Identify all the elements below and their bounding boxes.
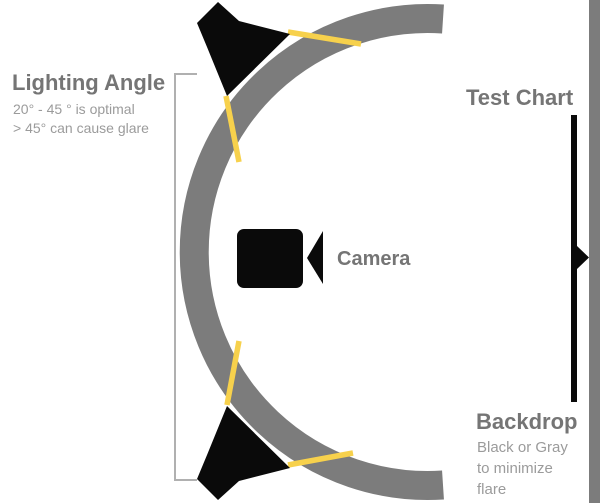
- angle-range-bracket: [174, 73, 197, 481]
- video-camera-icon: [237, 229, 323, 288]
- camera-body: [237, 229, 303, 288]
- test-chart-line: [571, 115, 577, 402]
- top-light-ray-right: [287, 29, 362, 47]
- bottom-light-ray-right: [287, 450, 354, 468]
- camera-label: Camera: [337, 248, 411, 270]
- lighting-angle-subtitle: 20° - 45 ° is optimal > 45° can cause gl…: [13, 100, 149, 137]
- backdrop-subtitle-line2: to minimize: [477, 460, 553, 477]
- lighting-angle-title: Lighting Angle: [12, 70, 166, 95]
- top-light-ray-down: [223, 95, 242, 163]
- lighting-angle-subtitle-line2: > 45° can cause glare: [13, 119, 149, 136]
- backdrop-title: Backdrop: [476, 409, 578, 434]
- test-chart-label: Test Chart: [466, 85, 574, 110]
- bottom-light-ray-up: [224, 340, 242, 406]
- camera-lens-triangle: [307, 231, 323, 284]
- backdrop-subtitle: Black or Gray to minimize flare: [477, 437, 568, 500]
- bottom-spotlight-icon: [197, 406, 290, 500]
- backdrop-subtitle-line3: flare: [477, 481, 507, 498]
- arrow-right-icon: [577, 246, 589, 269]
- top-spotlight-icon: [197, 2, 290, 96]
- backdrop-subtitle-line1: Black or Gray: [477, 439, 568, 456]
- backdrop-strip: [589, 0, 600, 503]
- lighting-angle-subtitle-line1: 20° - 45 ° is optimal: [13, 101, 135, 117]
